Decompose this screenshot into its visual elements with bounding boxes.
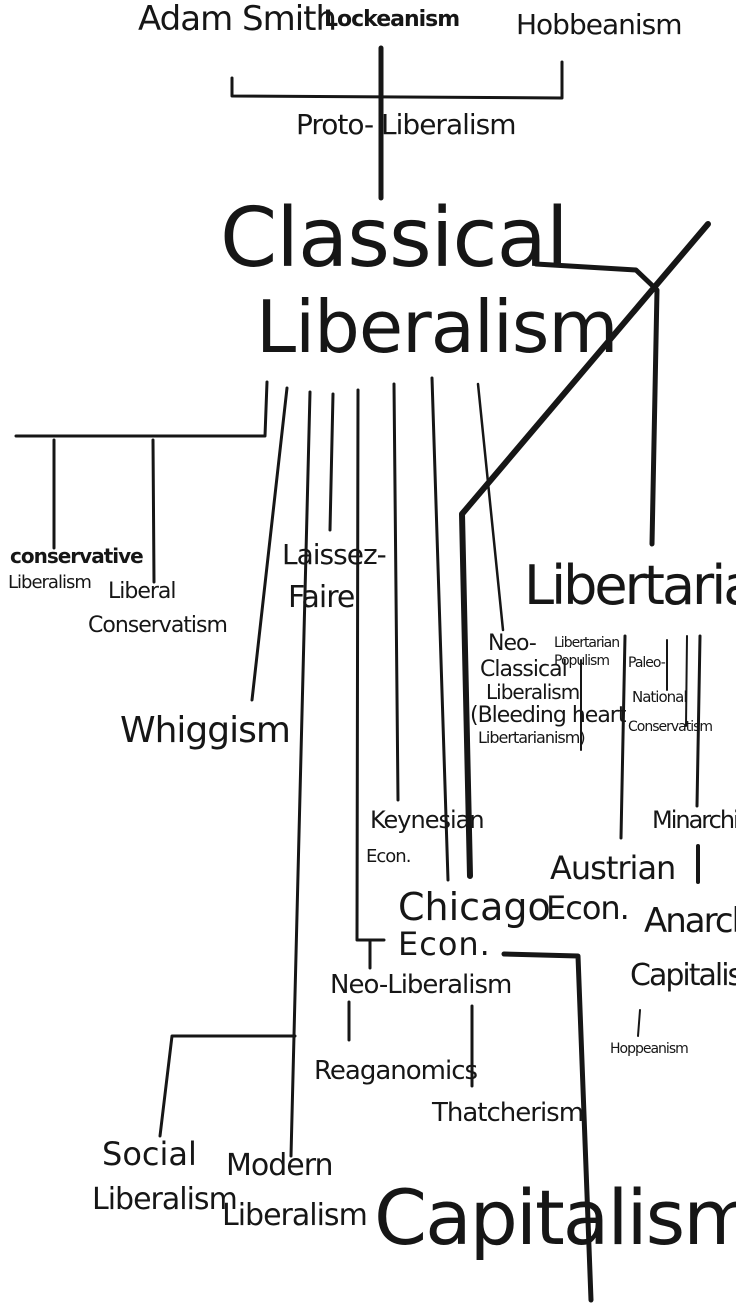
node-keynesian-line2: Econ. [366,846,411,867]
node-austrian-line1: Austrian [550,849,676,887]
node-libertarian-populism-line2: Populism [554,653,610,669]
node-modern-liberalism-line2: Liberalism [222,1198,368,1233]
node-whiggism: Whiggism [120,710,291,751]
node-classical-liberalism-line2: Liberalism [256,285,618,369]
node-neo-liberalism: Neo-Liberalism [330,970,512,1000]
laissez-faire-line [328,392,335,532]
node-paleo: Paleo- [628,655,666,671]
node-neo-classical-line2: Classical [480,657,568,682]
modern-liberalism-trunk [289,390,312,1158]
conservative-bracket [14,380,269,438]
node-laissez-faire-line2: Faire [288,580,355,615]
chicago-thick-line [459,221,711,879]
node-modern-liberalism-line1: Modern [226,1148,334,1183]
libertarianism-bracket [533,261,660,547]
node-liberal-conservatism-line1: Liberal [108,579,177,604]
whiggism-line [250,386,289,702]
liberal-conservatism-stem [151,438,156,584]
node-reaganomics: Reaganomics [314,1056,478,1086]
minarchism-line [695,634,702,808]
node-neo-classical-line5: Libertarianism) [478,728,586,747]
node-national-conservatism-line1: National [632,688,688,706]
social-liberalism-branch [158,1034,297,1138]
node-hoppeanism: Hoppeanism [610,1041,689,1057]
austrian-line [619,634,627,840]
node-social-liberalism-line1: Social [102,1135,197,1173]
node-chicago-line2: Econ. [398,925,491,963]
node-libertarian-populism-line1: Libertarian [554,635,620,651]
node-keynesian-line1: Keynesian [370,806,485,834]
node-libertarianism: Libertarianism [524,554,736,617]
neo-liberalism-line [355,388,386,942]
node-liberal-conservatism-line2: Conservatism [88,613,228,638]
node-minarchism: Minarchism [652,806,736,834]
node-neo-classical-line3: Liberalism [486,680,580,704]
node-lockeanism: Lockeanism [324,7,460,32]
node-social-liberalism-line2: Liberalism [92,1182,238,1217]
node-chicago-line1: Chicago [398,885,551,929]
node-national-conservatism-line2: Conservatism [628,719,713,735]
node-classical-liberalism-line1: Classical [220,191,569,286]
node-neo-classical-line4: (Bleeding heart [470,703,626,728]
node-conservative-liberalism-line1: conservative [10,544,144,568]
node-thatcherism: Thatcherism [432,1098,584,1128]
node-conservative-liberalism-line2: Liberalism [8,572,92,593]
chicago-thin-line [430,376,450,882]
node-anarcho-capitalism-line2: Capitalism [630,958,736,993]
node-capitalism: Capitalism [374,1173,736,1262]
hoppeanism-line [637,1009,641,1037]
node-hobbeanism: Hobbeanism [516,8,683,41]
node-anarcho-capitalism-line1: Anarcho [644,901,736,941]
node-laissez-faire-line1: Laissez- [282,538,387,571]
neo-classical-line [476,382,505,632]
national-conservatism-line [685,635,688,727]
keynesian-line [392,382,400,802]
node-adam-smith: Adam Smith [138,0,337,39]
node-proto-liberalism: Proto- Liberalism [296,108,517,141]
node-neo-classical-line1: Neo- [488,631,537,656]
proto-bracket [230,60,564,100]
capitalism-line [501,951,594,1303]
node-austrian-line2: Econ. [546,889,630,927]
